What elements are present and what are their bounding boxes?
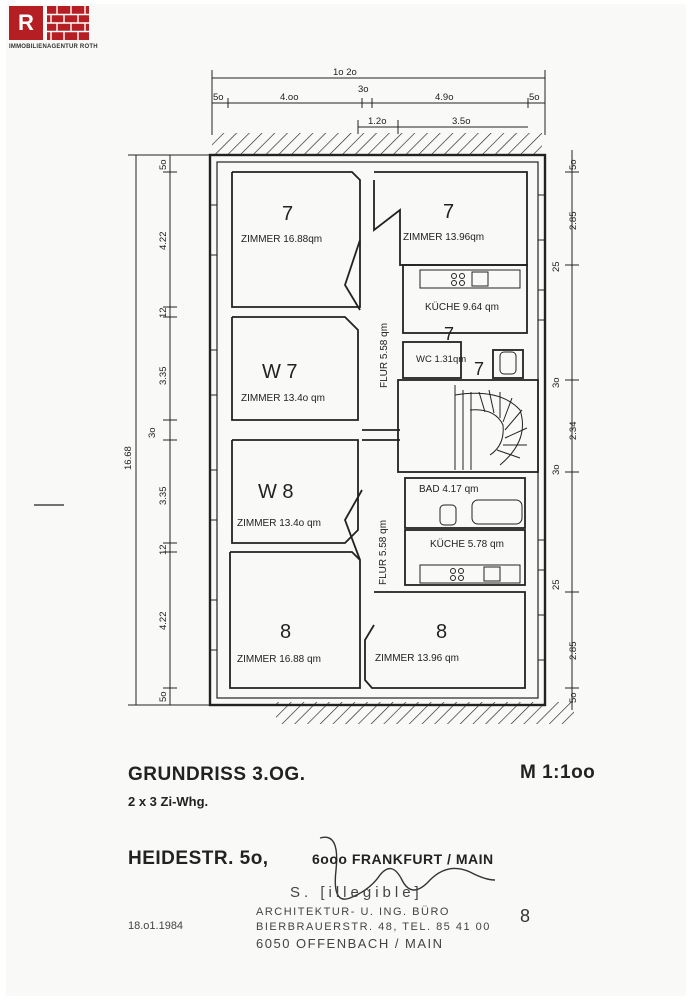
room-label: ZIMMER 13.96qm xyxy=(403,232,484,243)
dim-right-seg: 25 xyxy=(551,261,562,272)
dim-right-seg: 5o xyxy=(568,692,579,703)
dim-total-width: 1o 2o xyxy=(333,67,357,78)
dim-right-seg: 3o xyxy=(551,464,562,475)
logo-letter: R xyxy=(9,6,43,40)
dim-top-seg: 4.9o xyxy=(435,92,454,103)
dim-left-seg: 4.22 xyxy=(158,612,169,631)
room-label: WC 1.31qm xyxy=(416,354,466,365)
dim-right-seg: 25 xyxy=(551,579,562,590)
dim-top-seg: 3o xyxy=(358,84,369,95)
signature-scribble xyxy=(319,836,496,900)
wc-unit-number: 7 xyxy=(474,359,484,379)
dim-inner-seg: 3.5o xyxy=(452,116,471,127)
dim-right-seg: 3o xyxy=(551,377,562,388)
dim-total-height: 16.68 xyxy=(123,446,134,470)
plan-subtitle: 2 x 3 Zi-Whg. xyxy=(128,794,209,809)
plan-sheet xyxy=(6,4,686,996)
room-number: 7 xyxy=(444,324,454,344)
dim-left-seg: 12 xyxy=(158,544,169,555)
architect-line3: 6050 OFFENBACH / MAIN xyxy=(256,936,444,951)
room-label: ZIMMER 13.96 qm xyxy=(375,653,459,664)
plan-title: GRUNDRISS 3.OG. xyxy=(128,764,306,785)
room-label: ZIMMER 13.4o qm xyxy=(241,393,325,404)
dim-left-seg: 3.35 xyxy=(158,487,169,506)
dim-top-seg: 4.oo xyxy=(280,92,299,103)
dim-left-seg: 3o xyxy=(147,427,158,438)
page-number: 8 xyxy=(520,906,531,926)
kitchen-fixtures xyxy=(419,269,523,584)
room-label: KÜCHE 5.78 qm xyxy=(430,538,504,550)
room-label: ZIMMER 16.88qm xyxy=(241,234,322,245)
room-label: ZIMMER 13.4o qm xyxy=(237,518,321,529)
dim-left-seg: 4.22 xyxy=(158,232,169,251)
dim-right-seg: 5o xyxy=(568,159,579,170)
address-street: HEIDESTR. 5o, xyxy=(128,848,269,869)
brick-wall-icon xyxy=(47,6,89,40)
architect-line1: ARCHITEKTUR- U. ING. BÜRO xyxy=(256,906,450,918)
room-number: 8 xyxy=(280,621,291,643)
party-wall-bottom xyxy=(276,702,574,724)
windows xyxy=(210,194,545,661)
dim-left-seg: 3.35 xyxy=(158,367,169,386)
dim-top-seg: 5o xyxy=(529,92,540,103)
dim-right-seg: 2.85 xyxy=(568,212,579,231)
agency-name: IMMOBILIENAGENTUR ROTH xyxy=(9,44,98,50)
architect-line2: BIERBRAUERSTR. 48, TEL. 85 41 00 xyxy=(256,921,491,933)
party-wall-top xyxy=(212,133,542,155)
room-label: BAD 4.17 qm xyxy=(419,484,478,495)
plan-scale: M 1:1oo xyxy=(520,762,596,783)
dim-left-seg: 5o xyxy=(158,691,169,702)
address-city: 6ooo FRANKFURT / MAIN xyxy=(312,851,494,867)
dim-right-seg: 2.85 xyxy=(568,642,579,661)
dim-left-seg: 5o xyxy=(158,159,169,170)
room-number: 7 xyxy=(282,203,293,225)
dim-left-seg: 12 xyxy=(158,307,169,318)
dim-inner-seg: 1.2o xyxy=(368,116,387,127)
dim-top-seg: 5o xyxy=(213,92,224,103)
dim-right-seg: 2.34 xyxy=(568,422,579,441)
room-label: ZIMMER 16.88 qm xyxy=(237,654,321,665)
room-number: W 7 xyxy=(262,361,298,383)
plan-date: 18.o1.1984 xyxy=(128,920,184,932)
room-label: KÜCHE 9.64 qm xyxy=(425,301,499,313)
flur-label-lower: FLUR 5.58 qm xyxy=(378,520,389,585)
architect-name: S. [illegible] xyxy=(290,884,423,901)
agency-logo: R IMMOBILIENAGENTUR ROTH xyxy=(9,6,98,50)
room-number: W 8 xyxy=(258,481,294,503)
staircase xyxy=(454,385,528,470)
dimension-lines xyxy=(128,70,579,710)
room-number: 7 xyxy=(443,201,454,223)
room-outlines xyxy=(229,171,539,689)
flur-label-upper: FLUR 5.58 qm xyxy=(379,323,390,388)
room-number: 8 xyxy=(436,621,447,643)
